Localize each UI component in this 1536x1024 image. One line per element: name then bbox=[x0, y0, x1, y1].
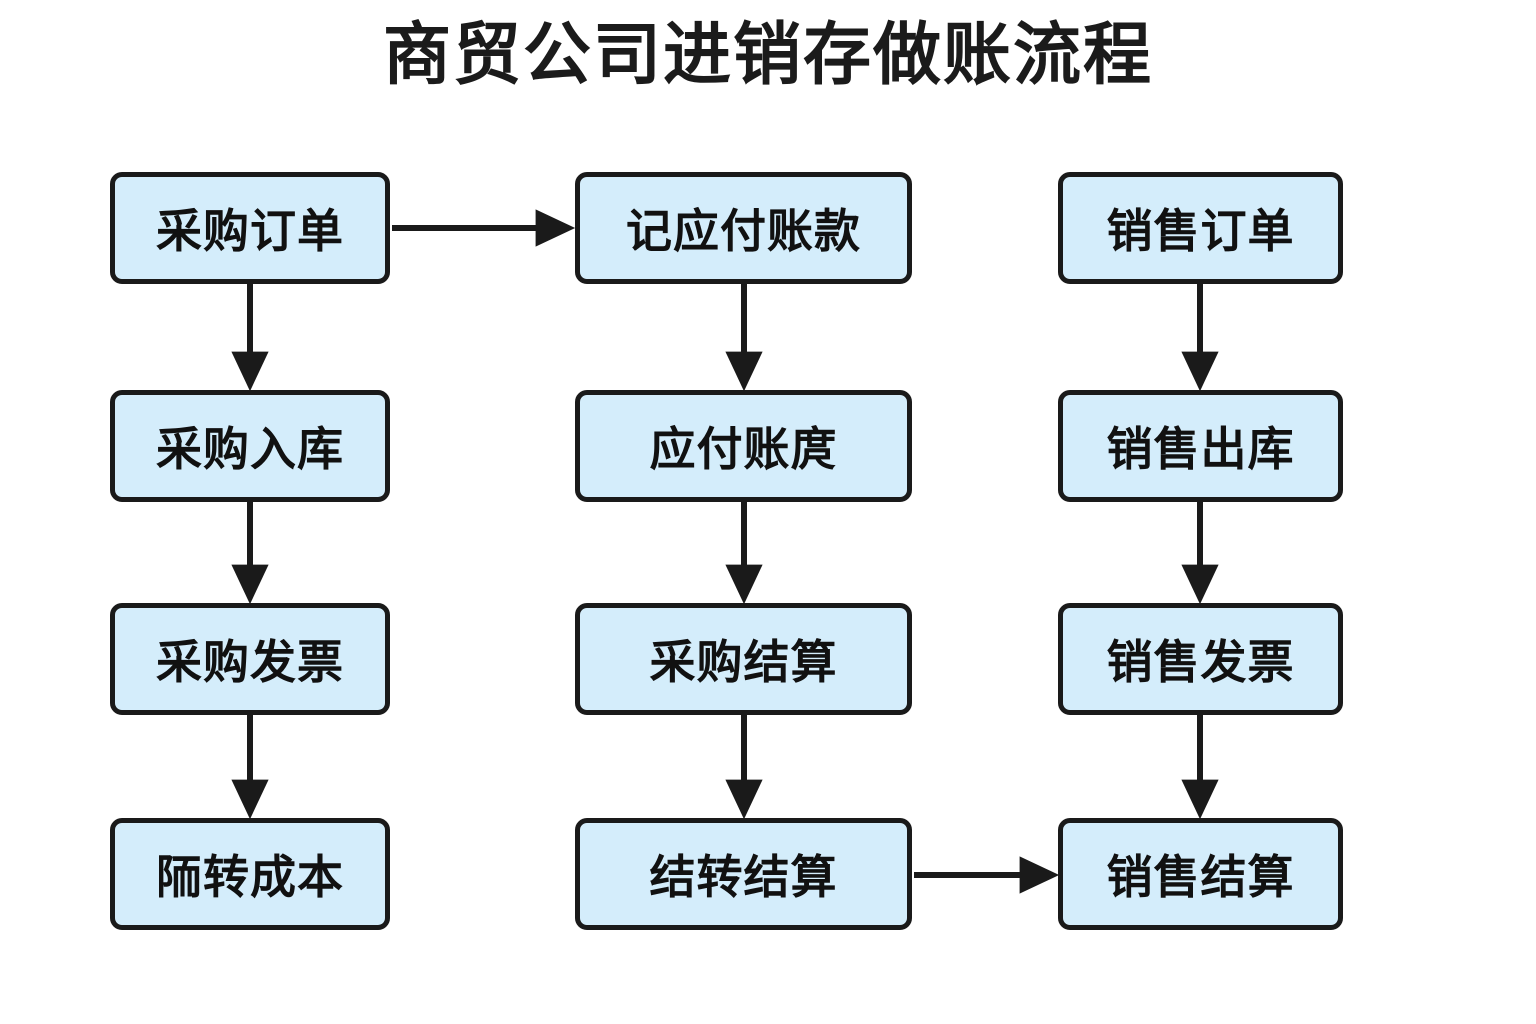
node-record-accounts-payable[interactable]: 记应付账款 bbox=[575, 172, 912, 284]
node-sales-invoice[interactable]: 销售发票 bbox=[1058, 603, 1343, 715]
node-accounts-payable[interactable]: 应付账庹 bbox=[575, 390, 912, 502]
node-carryover-settlement[interactable]: 结转结算 bbox=[575, 818, 912, 930]
node-purchase-inbound[interactable]: 采购入库 bbox=[110, 390, 390, 502]
node-label: 采购订单 bbox=[156, 205, 344, 257]
node-label: 销售订单 bbox=[1106, 205, 1295, 257]
node-sales-settlement[interactable]: 销售结算 bbox=[1058, 818, 1343, 930]
node-sales-outbound[interactable]: 销售出库 bbox=[1058, 390, 1343, 502]
node-label: 采购入库 bbox=[156, 423, 344, 475]
node-label: 陑转成本 bbox=[156, 851, 344, 903]
node-label: 采购结算 bbox=[649, 636, 838, 688]
node-sales-order[interactable]: 销售订单 bbox=[1058, 172, 1343, 284]
node-label: 结转结算 bbox=[649, 851, 838, 903]
node-label: 销售出库 bbox=[1106, 423, 1295, 475]
page-title: 商贸公司进销存做账流程 bbox=[382, 17, 1153, 93]
node-label: 应付账庹 bbox=[649, 423, 838, 475]
node-label: 销售发票 bbox=[1106, 636, 1295, 688]
node-purchase-invoice[interactable]: 采购发票 bbox=[110, 603, 390, 715]
node-label: 销售结算 bbox=[1106, 851, 1295, 903]
node-carryover-cost[interactable]: 陑转成本 bbox=[110, 818, 390, 930]
node-purchase-order[interactable]: 采购订单 bbox=[110, 172, 390, 284]
node-label: 记应付账款 bbox=[626, 205, 861, 257]
node-label: 采购发票 bbox=[156, 636, 344, 688]
node-purchase-settlement[interactable]: 采购结算 bbox=[575, 603, 912, 715]
